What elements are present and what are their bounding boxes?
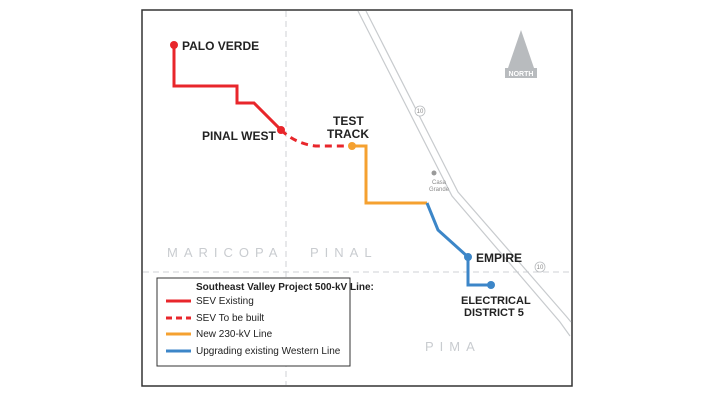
empire-marker	[464, 253, 472, 261]
pinal-west-label: PINAL WEST	[202, 129, 276, 143]
north-arrow-icon	[508, 30, 534, 68]
electrical-district-5-label-1: ELECTRICAL	[461, 295, 531, 307]
interstate-highway	[357, 10, 572, 337]
new-230kv-line	[352, 144, 427, 205]
empire-label: EMPIRE	[476, 251, 522, 265]
pinal-west-marker	[277, 126, 285, 134]
north-label: NORTH	[509, 71, 534, 78]
svg-text:10: 10	[417, 109, 424, 115]
test-track-label-2: TRACK	[327, 127, 369, 141]
legend-item-sev-to-be-built: SEV To be built	[196, 313, 264, 324]
electrical-district-5-label-2: DISTRICT 5	[464, 307, 524, 319]
casa-grande-label-1: Casa	[432, 180, 447, 186]
highway-shield-b: 10	[534, 261, 546, 273]
casa-grande-marker	[431, 170, 437, 176]
county-label-pinal: PINAL	[310, 245, 378, 260]
svg-text:10: 10	[537, 265, 544, 271]
legend-item-western-upgrade: Upgrading existing Western Line	[196, 346, 341, 357]
county-label-pima: PIMA	[425, 339, 481, 354]
county-label-maricopa: MARICOPA	[167, 245, 283, 260]
legend: Southeast Valley Project 500-kV Line: SE…	[156, 277, 374, 367]
sev-existing-line	[172, 45, 283, 132]
legend-item-sev-existing: SEV Existing	[196, 296, 254, 307]
test-track-marker	[348, 142, 356, 150]
palo-verde-marker	[170, 41, 178, 49]
legend-title: Southeast Valley Project 500-kV Line:	[196, 282, 374, 293]
legend-item-new-230kv: New 230-kV Line	[196, 329, 273, 340]
north-arrow: NORTH	[505, 30, 537, 78]
highway-shield-a: 10	[414, 105, 426, 117]
test-track-label-1: TEST	[333, 114, 364, 128]
palo-verde-label: PALO VERDE	[182, 39, 259, 53]
electrical-district-5-marker	[487, 281, 495, 289]
casa-grande-label-2: Grande	[429, 187, 450, 193]
sev-to-be-built-line	[279, 128, 352, 148]
